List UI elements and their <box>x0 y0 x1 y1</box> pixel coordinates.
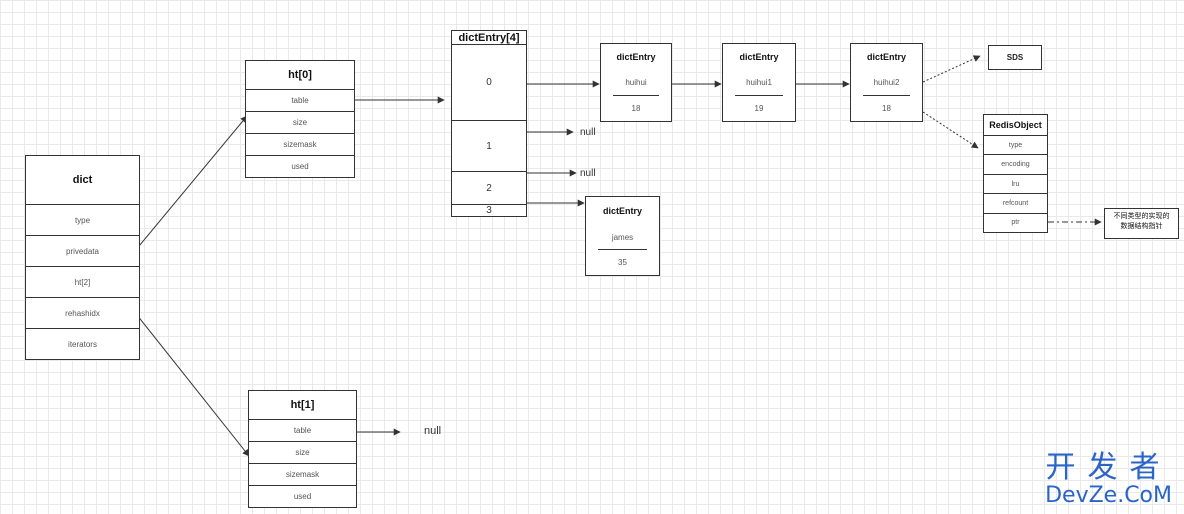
dict-entry-huihui: dictEntry huihui 18 <box>600 43 672 122</box>
dict-field-privedata: privedata <box>26 236 139 267</box>
sds-label: SDS <box>1006 53 1024 62</box>
ht0-field-size: size <box>246 112 354 134</box>
ht1-title: ht[1] <box>249 391 356 420</box>
arrow-value-to-redisobject <box>922 111 979 149</box>
ht0-field-used: used <box>291 162 309 171</box>
ptr-note-box: 不同类型的实现的 数据结构指针 <box>1104 208 1179 239</box>
redis-object-field-refcount: refcount <box>984 194 1047 214</box>
redis-object-title: RedisObject <box>984 115 1047 136</box>
entry3-value: 18 <box>882 103 891 113</box>
dict-entry-huihui1: dictEntry huihui1 19 <box>722 43 796 122</box>
dict-field-iterators: iterators <box>68 339 97 349</box>
entry1-title: dictEntry <box>616 52 656 62</box>
ht0-field-sizemask: sizemask <box>246 134 354 156</box>
entry1-value: 18 <box>631 103 641 113</box>
ht1-field-sizemask: sizemask <box>249 464 356 486</box>
dict-box: dict type privedata ht[2] rehashidx iter… <box>25 155 140 360</box>
slot2-null-label: null <box>580 168 596 179</box>
dict-entry-james: dictEntry james 35 <box>585 196 660 276</box>
entry2-title: dictEntry <box>739 52 779 62</box>
dict-entry-huihui2: dictEntry huihui2 18 <box>850 43 923 122</box>
bucket-slot-3: 3 <box>486 205 492 216</box>
dict-title: dict <box>26 156 139 205</box>
watermark-logo: 开发者 DevZe.CoM <box>1045 452 1172 508</box>
dict-field-ht: ht[2] <box>26 267 139 298</box>
watermark-cn: 开发者 <box>1045 450 1172 485</box>
entry1-key: huihui <box>601 70 671 96</box>
entry3-title: dictEntry <box>866 52 906 62</box>
slot1-null-label: null <box>580 127 596 138</box>
redis-object-field-lru: lru <box>984 175 1047 195</box>
redis-object-field-ptr: ptr <box>1011 219 1020 227</box>
redis-object-field-type: type <box>984 136 1047 156</box>
ht1-field-used: used <box>293 492 312 501</box>
watermark-en: DevZe.CoM <box>1045 483 1172 508</box>
dict-field-rehashidx: rehashidx <box>26 298 139 329</box>
entry4-key: james <box>586 225 659 250</box>
ht1-box: ht[1] table size sizemask used <box>248 390 357 508</box>
ht1-field-size: size <box>249 442 356 464</box>
ht0-title: ht[0] <box>246 61 354 90</box>
ht1-null-label: null <box>424 425 442 437</box>
ht0-field-table: table <box>246 90 354 112</box>
entry3-key: huihui2 <box>851 70 922 96</box>
redis-object-box: RedisObject type encoding lru refcount p… <box>983 114 1048 233</box>
entry2-value: 19 <box>754 103 764 113</box>
ptr-note-line2: 数据结构指针 <box>1120 223 1163 230</box>
arrow-key-to-sds <box>922 55 981 83</box>
bucket-array-box: dictEntry[4] 0 1 2 3 <box>451 30 527 217</box>
entry2-key: huihui1 <box>723 70 795 96</box>
dict-field-type: type <box>26 205 139 236</box>
bucket-slot-0: 0 <box>452 45 526 121</box>
bucket-array-title: dictEntry[4] <box>452 31 526 45</box>
entry4-title: dictEntry <box>602 206 642 216</box>
ht1-field-table: table <box>249 420 356 442</box>
bucket-slot-2: 2 <box>452 172 526 205</box>
ptr-note-line1: 不同类型的实现的 <box>1113 213 1170 220</box>
entry4-value: 35 <box>618 258 627 267</box>
bucket-slot-1: 1 <box>452 121 526 172</box>
ht0-box: ht[0] table size sizemask used <box>245 60 355 178</box>
redis-object-field-encoding: encoding <box>984 155 1047 175</box>
sds-box: SDS <box>988 45 1042 70</box>
